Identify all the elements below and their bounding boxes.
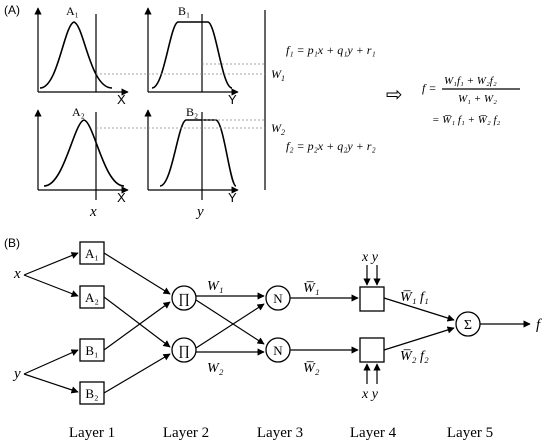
svg-text:B₂: B₂ <box>85 386 98 401</box>
layer2-to-layer3-edges <box>195 292 265 356</box>
layer4-node-2 <box>359 337 385 363</box>
layer3-node-1: N <box>265 285 291 311</box>
input-y-value: y <box>195 204 204 220</box>
panel-a-label: (A) <box>4 3 20 17</box>
layer-label-4: Layer 4 <box>350 425 397 441</box>
output-normalized: = W̅₁ f₁ + W̅₂ f₂ <box>432 114 501 126</box>
axis-x-label: X <box>117 92 126 107</box>
layer2-node-2: ∏ <box>171 337 197 363</box>
layer1-node-a1: A₁ <box>79 241 105 265</box>
layer4-top-inputs: x y <box>361 250 379 265</box>
layer-label-1: Layer 1 <box>69 425 115 441</box>
svg-text:N: N <box>273 291 283 306</box>
svg-text:Σ: Σ <box>464 318 472 333</box>
wbar2-edge-label: W̅₂ <box>303 361 320 376</box>
layer1-node-b2: B₂ <box>79 381 105 405</box>
layer-label-5: Layer 5 <box>447 425 493 441</box>
input-edges <box>23 252 79 394</box>
layer1-node-a2: A₂ <box>79 285 105 309</box>
layer4-bottom-inputs: x y <box>361 387 379 402</box>
layer1-node-b1: B₁ <box>79 338 105 362</box>
output-denominator: W₁ + W₂ <box>458 93 497 105</box>
layer4-input-arrows <box>363 265 381 384</box>
w2-label: W2 <box>271 121 285 137</box>
axis-y-label: Y <box>228 92 237 107</box>
layer4-to-layer5-edges <box>383 297 455 351</box>
rule2-equation: f₂ = p₂x + q₂y + r₂ <box>286 139 376 153</box>
svg-text:∏: ∏ <box>178 344 190 359</box>
layer-label-3: Layer 3 <box>257 425 303 441</box>
panel-b-label: (B) <box>4 236 20 250</box>
axis-x-label-2: X <box>117 190 126 205</box>
svg-text:A₁: A₁ <box>85 246 99 261</box>
axis-y-label-2: Y <box>228 190 237 205</box>
plot-b1: B₁ Y <box>144 4 239 107</box>
w2-edge-label: W₂ <box>207 361 224 376</box>
output-f-lhs: f = <box>422 81 436 95</box>
output-f: f <box>536 317 542 333</box>
w1-label: W1 <box>271 67 285 83</box>
input-x: x <box>13 266 21 282</box>
layer2-node-1: ∏ <box>171 285 197 311</box>
layer3-to-layer4-edges <box>290 294 359 354</box>
layer5-node: Σ <box>455 311 481 337</box>
svg-text:B₁: B₁ <box>85 343 98 358</box>
plot-a1: A₁ X <box>34 4 129 107</box>
implies-arrow-icon: ⇨ <box>386 82 403 106</box>
layer-label-2: Layer 2 <box>163 425 209 441</box>
output-numerator: W₁f₁ + W₂f₂ <box>444 75 497 87</box>
plot-a2: A₂ X <box>34 105 129 205</box>
mf-a1-label: A₁ <box>66 4 79 18</box>
out1-label: W̅₁ f₁ <box>400 290 429 305</box>
mf-b1-label: B₁ <box>178 4 190 18</box>
layer3-node-2: N <box>265 337 291 363</box>
rule1-equation: f₁ = p₁x + q₁y + r₁ <box>286 43 376 57</box>
svg-text:N: N <box>273 343 283 358</box>
mf-b2-label: B₂ <box>186 105 198 119</box>
svg-text:∏: ∏ <box>178 292 190 307</box>
out2-label: W̅₂ f₂ <box>400 349 429 364</box>
input-x-value: x <box>89 204 97 220</box>
mf-a2-label: A₂ <box>72 105 85 119</box>
plot-b2: B₂ Y <box>144 105 239 205</box>
svg-text:A₂: A₂ <box>85 290 99 305</box>
layer1-to-layer2-edges <box>103 252 171 394</box>
input-y: y <box>12 366 21 382</box>
w1-edge-label: W₁ <box>207 279 224 294</box>
layer4-node-1 <box>359 286 385 312</box>
wbar1-edge-label: W̅₁ <box>303 281 320 296</box>
